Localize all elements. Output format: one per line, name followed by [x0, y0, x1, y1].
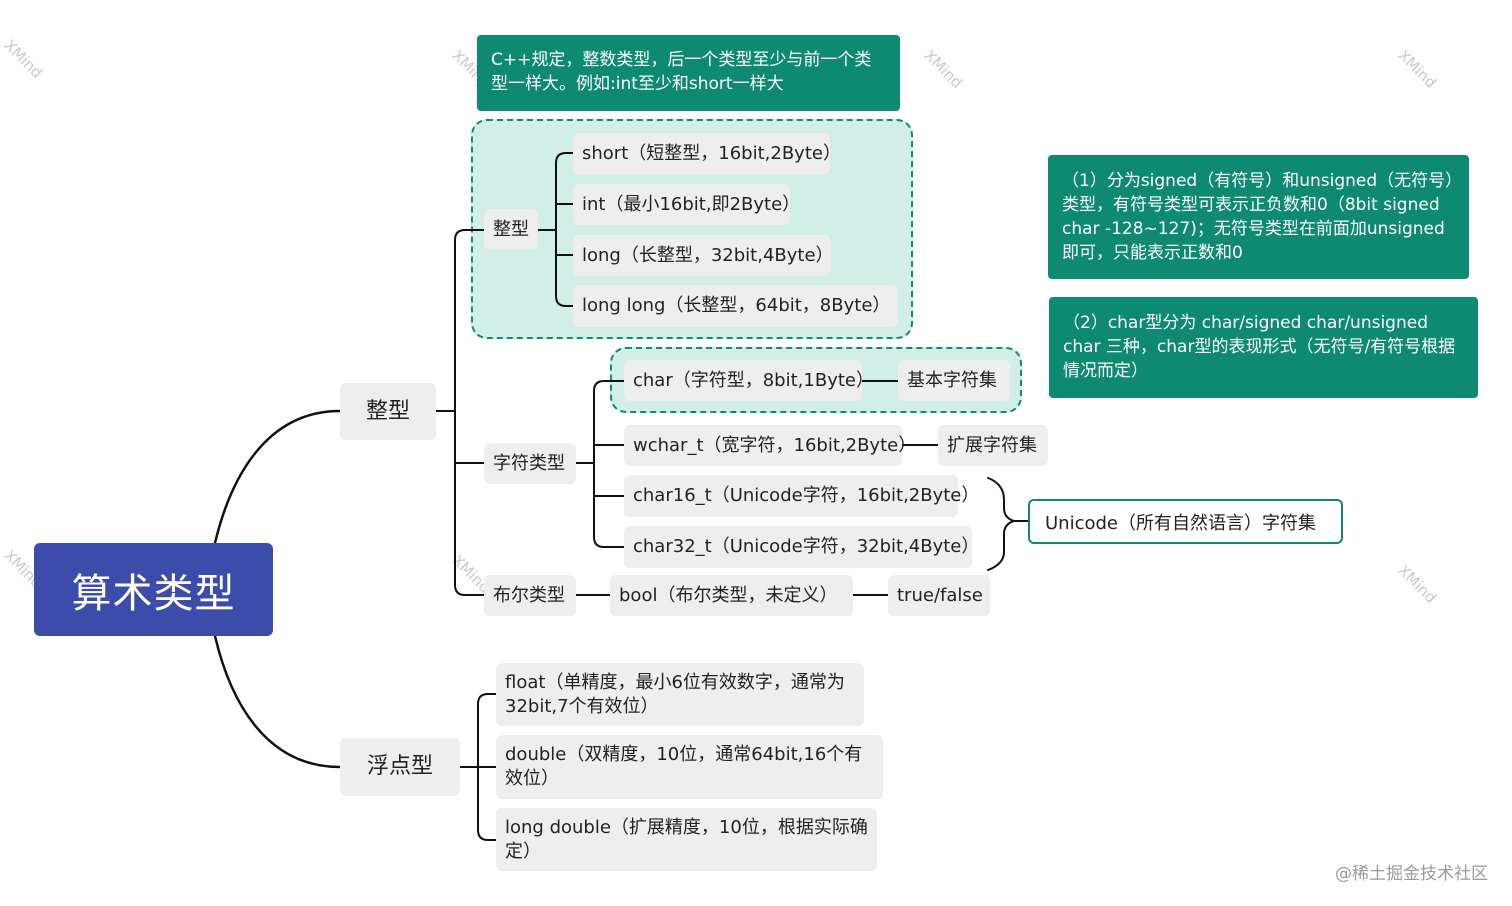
site-credit: @稀土掘金技术社区 — [1335, 864, 1488, 884]
char-group-bracket — [593, 380, 605, 548]
bool-group-label[interactable]: 布尔类型 — [484, 575, 576, 616]
int-group-label[interactable]: 整型 — [484, 209, 538, 250]
root-to-float-connector — [213, 634, 342, 769]
long-long-type-node[interactable]: long long（长整型，64bit，8Byte） — [573, 285, 898, 327]
root-to-integer-connector — [213, 409, 342, 545]
long-type-node[interactable]: long（长整型，32bit,4Byte） — [573, 235, 834, 276]
root-topic[interactable]: 算术类型 — [34, 543, 273, 636]
long-double-type-node[interactable]: long double（扩展精度，10位，根据实际确定） — [496, 808, 877, 871]
wchar-type-node[interactable]: wchar_t（宽字符，16bit,2Byte） — [624, 425, 916, 466]
bool-type-node[interactable]: bool（布尔类型，未定义） — [610, 575, 853, 616]
char-types-note: （2）char型分为 char/signed char/unsigned cha… — [1049, 297, 1478, 398]
signed-unsigned-note: （1）分为signed（有符号）和unsigned（无符号）类型，有符号类型可表… — [1048, 155, 1469, 279]
basic-charset-tag[interactable]: 基本字符集 — [898, 360, 1010, 401]
integer-branch[interactable]: 整型 — [340, 383, 436, 440]
unicode-summary-brace — [987, 477, 1015, 571]
size-rule-note: C++规定，整数类型，后一个类型至少与前一个类型一样大。例如:int至少和sho… — [477, 35, 900, 111]
float-type-node[interactable]: float（单精度，最小6位有效数字，通常为32bit,7个有效位） — [496, 663, 864, 726]
char-type-node[interactable]: char（字符型，8bit,1Byte） — [624, 360, 874, 401]
char16-type-node[interactable]: char16_t（Unicode字符，16bit,2Byte） — [624, 475, 979, 517]
unicode-charset-summary[interactable]: Unicode（所有自然语言）字符集 — [1028, 499, 1343, 544]
extended-charset-tag[interactable]: 扩展字符集 — [938, 425, 1048, 466]
int-type-node[interactable]: int（最小16bit,即2Byte） — [573, 184, 800, 225]
short-type-node[interactable]: short（短整型，16bit,2Byte） — [573, 133, 841, 174]
int-group-bracket — [555, 152, 567, 307]
char-group-label[interactable]: 字符类型 — [484, 443, 576, 484]
char32-type-node[interactable]: char32_t（Unicode字符，32bit,4Byte） — [624, 526, 979, 568]
float-branch[interactable]: 浮点型 — [340, 738, 460, 796]
bool-values-node[interactable]: true/false — [888, 575, 990, 616]
integer-spine — [454, 229, 466, 596]
double-type-node[interactable]: double（双精度，10位，通常64bit,16个有效位） — [496, 735, 883, 799]
